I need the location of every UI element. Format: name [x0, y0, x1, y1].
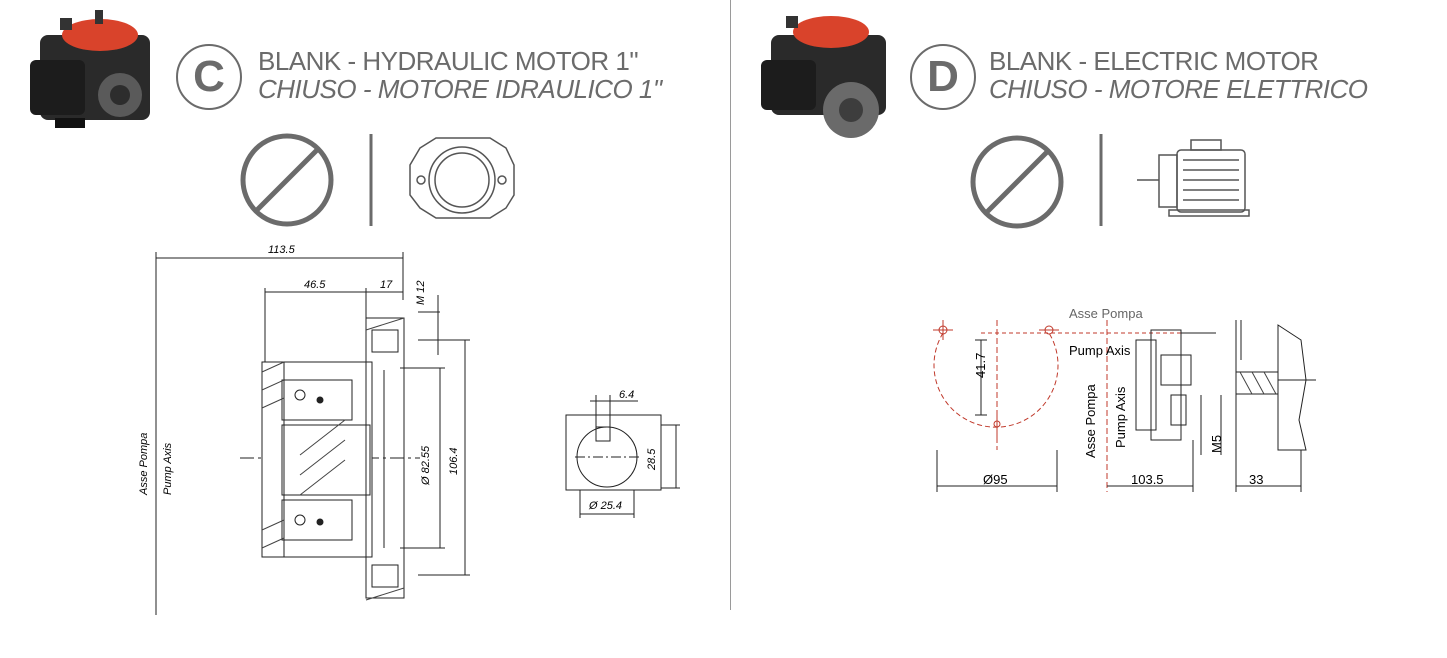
electric-motor-icon	[1137, 139, 1250, 217]
dim-length-b: 17	[380, 279, 393, 291]
dim-length: 103.5	[1131, 472, 1164, 487]
axis-label-top: Pump Axis	[1069, 343, 1131, 358]
dim-shaft: 33	[1249, 472, 1264, 487]
dim-diameter-outer: 106.4	[448, 447, 460, 475]
title-en: BLANK - ELECTRIC MOTOR	[989, 46, 1319, 76]
blank-symbol-icon	[970, 135, 1064, 229]
panel-d: D BLANK - ELECTRIC MOTOR CHIUSO - MOTORE…	[731, 0, 1447, 658]
dim-length-a: 46.5	[304, 279, 326, 291]
panel-divider	[730, 0, 731, 610]
title-it: CHIUSO - MOTORE ELETTRICO	[989, 74, 1368, 104]
dim-bolt-circle: Ø95	[983, 472, 1008, 487]
title-it: CHIUSO - MOTORE IDRAULICO 1"	[258, 74, 662, 104]
dim-key-width: 6.4	[619, 389, 635, 401]
dim-hole-offset: 41.7	[973, 352, 988, 378]
drawing-electric-motor	[933, 320, 1316, 492]
section-badge-d: D	[910, 44, 976, 110]
dim-diameter-inner: Ø 82.55	[420, 445, 432, 485]
pump-photo-electric	[761, 16, 886, 138]
title-electric: BLANK - ELECTRIC MOTOR CHIUSO - MOTORE E…	[989, 47, 1368, 103]
axis-label-it: Asse Pompa	[138, 432, 150, 495]
section-badge-c: C	[176, 44, 242, 110]
panel-d-graphics	[761, 16, 1316, 492]
title-en: BLANK - HYDRAULIC MOTOR 1"	[258, 46, 639, 76]
dim-shaft-diameter: Ø 25.4	[589, 500, 623, 512]
pump-photo-hydraulic	[30, 10, 150, 128]
axis-label-en: Pump Axis	[1113, 386, 1128, 448]
blank-symbol-icon	[240, 133, 334, 227]
axis-label-cut: Asse Pompa	[1069, 306, 1143, 321]
panel-c: C BLANK - HYDRAULIC MOTOR 1" CHIUSO - MO…	[30, 10, 680, 615]
key-section-detail	[565, 395, 680, 518]
title-hydraulic: BLANK - HYDRAULIC MOTOR 1" CHIUSO - MOTO…	[258, 47, 662, 103]
dim-overall-length: 113.5	[268, 244, 295, 256]
axis-label-it: Asse Pompa	[1083, 384, 1098, 458]
dim-thread: M 12	[415, 280, 427, 305]
panel-c-graphics	[30, 10, 680, 615]
drawing-hydraulic-motor	[155, 252, 470, 615]
dim-thread: M5	[1209, 434, 1224, 453]
dim-key-height: 28.5	[646, 448, 658, 470]
hydraulic-flange-icon	[409, 137, 515, 219]
axis-label-en: Pump Axis	[162, 442, 174, 495]
